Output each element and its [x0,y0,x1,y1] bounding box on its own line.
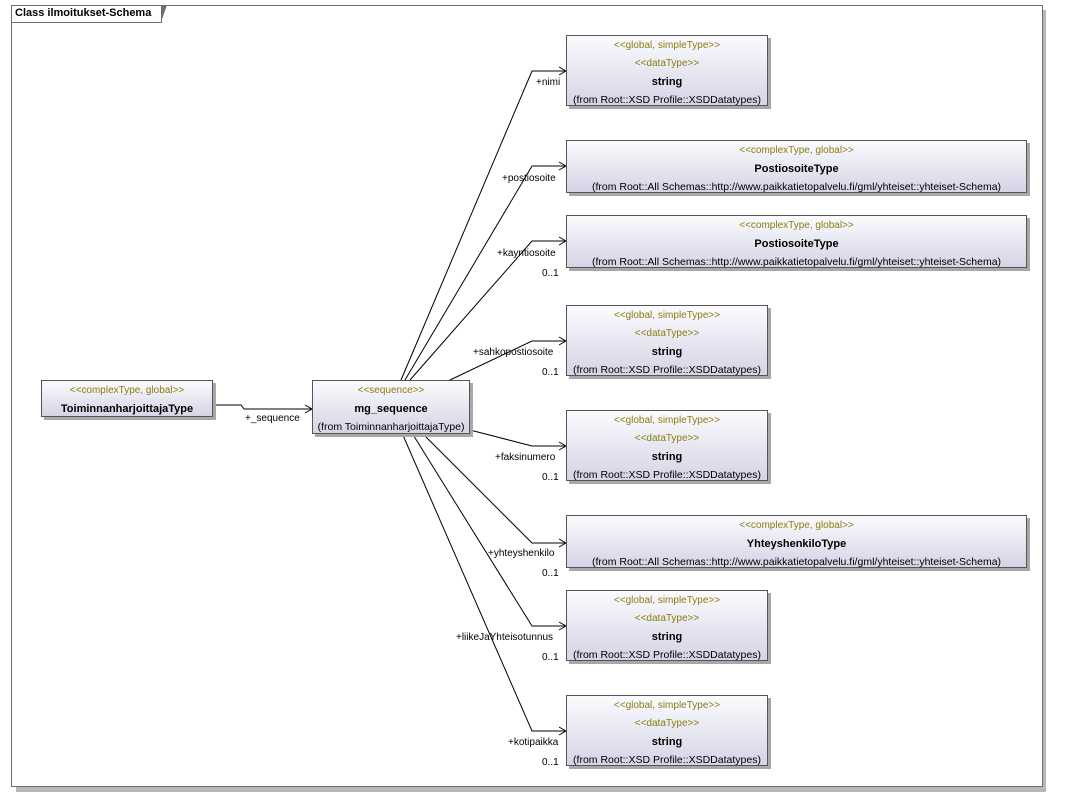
stereotype-label: <<global, simpleType>> [613,40,721,51]
association-line-sahkopostiosoite [449,340,566,381]
association-line-postiosoite [404,165,566,381]
stereotype-label-secondary: <<dataType>> [634,58,700,69]
class-name: PostiosoiteType [754,163,839,175]
role-label-sequence: +_sequence [245,413,300,424]
class-name: ToiminnanharjoittajaType [60,403,194,415]
multiplicity-label: 0..1 [542,757,559,768]
class-name: PostiosoiteType [754,238,839,250]
from-label: (from Root::XSD Profile::XSDDatatypes) [573,754,761,766]
from-label: (from Root::XSD Profile::XSDDatatypes) [573,469,761,481]
from-label: (from Root::XSD Profile::XSDDatatypes) [573,94,761,106]
role-label: +nimi [536,77,561,88]
from-label: (from ToiminnanharjoittajaType) [317,421,465,433]
from-label: (from Root::All Schemas::http://www.paik… [591,256,1002,268]
stereotype-label: <<complexType, global>> [69,385,185,396]
stereotype-label: <<global, simpleType>> [613,700,721,711]
stereotype-label-secondary: <<dataType>> [634,433,700,444]
association-line-kotipaikka [401,432,566,732]
stereotype-label-secondary: <<dataType>> [634,718,700,729]
association-line-nimi [400,70,566,381]
class-box-yhteyshenkilotype[interactable]: <<complexType, global>> YhteyshenkiloTyp… [566,515,1027,568]
stereotype-label: <<complexType, global>> [739,145,854,156]
class-name: string [651,736,683,748]
class-name: string [651,76,683,88]
multiplicity-label: 0..1 [542,568,559,579]
association-line-faksinumero [469,429,566,447]
role-label: +sahkopostiosoite [473,347,554,358]
role-label: +kayntiosoite [497,248,556,259]
class-name: string [651,631,683,643]
class-name: YhteyshenkiloType [746,538,847,550]
class-name: string [651,451,683,463]
stereotype-label: <<complexType, global>> [739,520,854,531]
association-line-kayntiosoite [409,240,566,381]
role-label: +faksinumero [495,452,556,463]
stereotype-label: <<global, simpleType>> [613,310,721,321]
stereotype-label: <<sequence>> [357,385,425,396]
role-label: +postiosoite [502,173,556,184]
class-box-postiosoitetype[interactable]: <<complexType, global>> PostiosoiteType … [566,140,1027,193]
stereotype-label: <<global, simpleType>> [613,595,721,606]
class-box-string[interactable]: <<global, simpleType>> <<dataType>> stri… [566,305,768,376]
class-box-string[interactable]: <<global, simpleType>> <<dataType>> stri… [566,410,768,481]
from-label: (from Root::All Schemas::http://www.paik… [591,181,1002,193]
role-label: +yhteyshenkilo [488,548,555,559]
association-line-sequence [213,404,312,410]
class-box-string[interactable]: <<global, simpleType>> <<dataType>> stri… [566,590,768,661]
class-box-string[interactable]: <<global, simpleType>> <<dataType>> stri… [566,35,768,106]
diagram-title: Class ilmoitukset-Schema [12,5,168,23]
class-name: string [651,346,683,358]
from-label: (from Root::XSD Profile::XSDDatatypes) [573,649,761,661]
multiplicity-label: 0..1 [542,367,559,378]
from-label: (from Root::All Schemas::http://www.paik… [591,556,1002,568]
class-box-postiosoitetype[interactable]: <<complexType, global>> PostiosoiteType … [566,215,1027,268]
association-line-yhteyshenkilo [421,432,566,544]
association-line-liikeJaYhteisotunnus [411,432,566,627]
stereotype-label-secondary: <<dataType>> [634,328,700,339]
role-label: +liikeJaYhteisotunnus [456,632,554,643]
class-name: mg_sequence [354,403,428,415]
stereotype-label-secondary: <<dataType>> [634,613,700,624]
multiplicity-label: 0..1 [542,652,559,663]
multiplicity-label: 0..1 [542,472,559,483]
stereotype-label: <<complexType, global>> [739,220,854,231]
from-label: (from Root::XSD Profile::XSDDatatypes) [573,364,761,376]
class-box-string[interactable]: <<global, simpleType>> <<dataType>> stri… [566,695,768,766]
class-box-sequence[interactable]: <<sequence>> mg_sequence (from Toiminnan… [312,380,470,434]
stereotype-label: <<global, simpleType>> [613,415,721,426]
class-box-root[interactable]: <<complexType, global>> Toiminnanharjoit… [41,380,213,417]
multiplicity-label: 0..1 [542,268,559,279]
role-label: +kotipaikka [508,737,559,748]
